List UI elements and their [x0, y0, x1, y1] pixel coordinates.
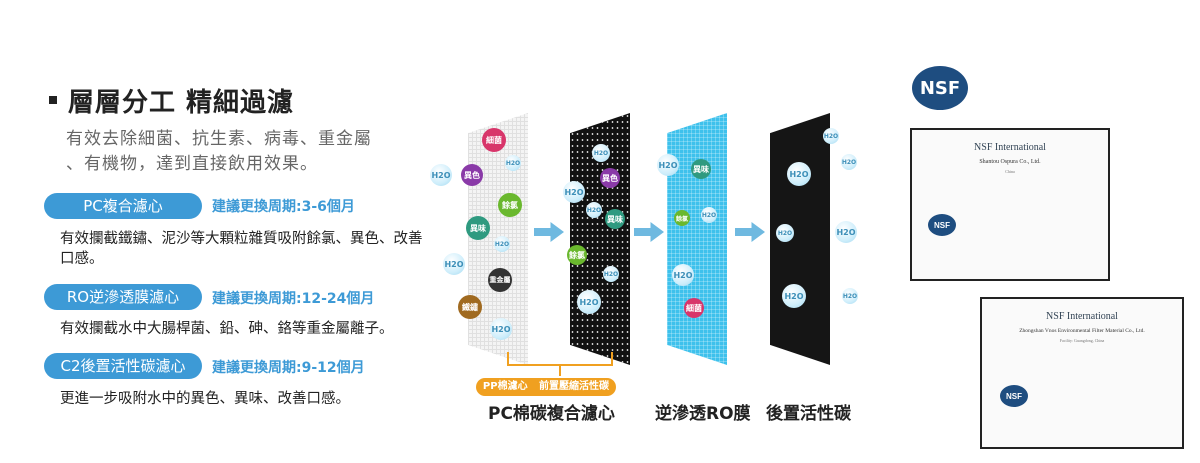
subtitle-line: 有效去除細菌、抗生素、病毒、重金屬	[66, 129, 372, 149]
bubble-h2o: H2O	[490, 318, 512, 340]
bubble-metal: 重金屬	[488, 268, 512, 292]
filter-pill-pc: PC複合濾心	[44, 193, 202, 219]
bubble-color: 異色	[461, 164, 483, 186]
bubble-h2o: H2O	[672, 264, 694, 286]
pp-carbon-label: PP棉濾心 前置壓縮活性碳	[476, 378, 616, 396]
bubble-h2o: H2O	[577, 290, 601, 314]
bubble-h2o: H2O	[443, 253, 465, 275]
stage-label-carbon: 後置活性碳	[766, 404, 851, 424]
page-title: 層層分工 精細過濾	[68, 88, 295, 118]
bubble-h2o: H2O	[430, 164, 452, 186]
filter-desc: 有效攔截水中大腸桿菌、鉛、砷、鉻等重金屬離子。	[60, 321, 394, 337]
filter-period: 建議更換周期:3-6個月	[212, 199, 355, 215]
cert-title: NSF International	[974, 142, 1046, 153]
bubble-bacteria: 細菌	[684, 298, 704, 318]
bubble-bacteria: 細菌	[482, 128, 506, 152]
filter-pill-c2: C2後置活性碳濾心	[44, 353, 202, 379]
bubble-h2o: H2O	[505, 155, 521, 171]
bubble-odor: 異味	[605, 209, 625, 229]
ro-membrane-layer	[667, 113, 727, 365]
nsf-logo: NSF	[912, 66, 968, 110]
bubble-h2o: H2O	[842, 288, 858, 304]
nsf-seal-icon: NSF	[928, 214, 956, 236]
filter-period: 建議更換周期:9-12個月	[212, 360, 365, 376]
bubble-h2o: H2O	[494, 236, 510, 252]
bubble-h2o: H2O	[841, 154, 857, 170]
bubble-h2o: H2O	[603, 266, 619, 282]
bubble-h2o: H2O	[586, 202, 602, 218]
cert-location: China	[1005, 169, 1015, 174]
cert-location: Facility: Guangdong, China	[1059, 338, 1105, 343]
bubble-h2o: H2O	[701, 207, 717, 223]
bubble-h2o: H2O	[782, 284, 806, 308]
bubble-rust: 鐵鏽	[458, 295, 482, 319]
bubble-h2o: H2O	[787, 162, 811, 186]
arrow-right-icon	[534, 222, 564, 242]
bubble-h2o: H2O	[776, 224, 794, 242]
nsf-certificate-1: NSF International Shantou Ospura Co., Lt…	[910, 128, 1110, 281]
filter-desc: 有效攔截鐵鏽、泥沙等大顆粒雜質吸附餘氯、異色、改善口感。	[60, 231, 423, 267]
stage-label-ro: 逆滲透RO膜	[655, 404, 751, 424]
bracket-stem	[559, 366, 561, 376]
bubble-h2o: H2O	[563, 181, 585, 203]
stage-label-pc: PC棉碳複合濾心	[488, 404, 615, 424]
bubble-color: 異色	[600, 168, 620, 188]
bubble-chlorine: 餘氯	[674, 210, 690, 226]
subtitle-line: 、有機物，達到直接飲用效果。	[66, 154, 318, 174]
cert-title: NSF International	[1046, 311, 1118, 322]
bubble-odor: 異味	[466, 216, 490, 240]
bubble-h2o: H2O	[835, 221, 857, 243]
nsf-certificate-2: NSF International Zhongshan Vnos Environ…	[980, 297, 1184, 449]
filter-period: 建議更換周期:12-24個月	[212, 291, 375, 307]
bubble-h2o: H2O	[592, 144, 610, 162]
bubble-chlorine: 餘氯	[567, 245, 587, 265]
bracket	[507, 352, 613, 366]
arrow-right-icon	[735, 222, 765, 242]
filter-pill-ro: RO逆滲透膜濾心	[44, 284, 202, 310]
bubble-odor: 異味	[691, 159, 711, 179]
bubble-h2o: H2O	[657, 154, 679, 176]
filter-desc: 更進一步吸附水中的異色、異味、改善口感。	[60, 391, 350, 407]
bubble-chlorine: 餘氯	[498, 193, 522, 217]
cert-company: Shantou Ospura Co., Ltd.	[979, 159, 1041, 165]
cert-company: Zhongshan Vnos Environmental Filter Mate…	[1019, 328, 1145, 334]
arrow-right-icon	[634, 222, 664, 242]
nsf-seal-icon: NSF	[1000, 385, 1028, 407]
bubble-h2o: H2O	[823, 128, 839, 144]
bullet-icon	[49, 96, 57, 104]
